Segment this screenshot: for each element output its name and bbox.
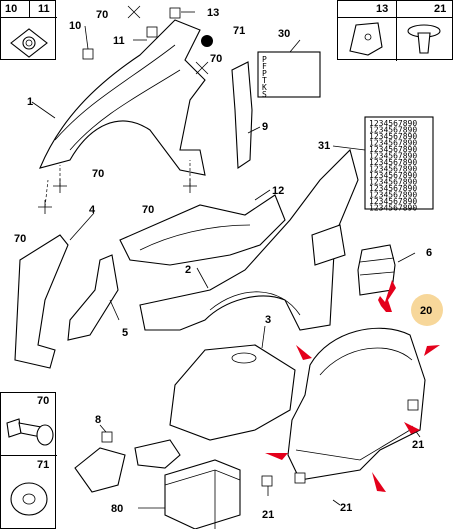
label-1: 1 (27, 96, 33, 108)
card-30-lines: P F P T K S (262, 55, 267, 99)
label-30: 30 (278, 28, 290, 40)
label-31: 31 (318, 140, 330, 152)
label-8: 8 (95, 414, 101, 426)
bolt-icon (6, 418, 54, 446)
card-31-line: 1234567890 (369, 184, 417, 193)
part-5-bracket (67, 254, 119, 341)
inset-label-70: 70 (37, 395, 50, 407)
inset-box-10-11: 10 11 (0, 0, 57, 60)
label-11: 11 (113, 35, 125, 47)
label-6: 6 (426, 247, 432, 259)
inset-label-13: 13 (376, 3, 389, 15)
cross-marker-2 (195, 61, 209, 75)
label-9: 9 (262, 121, 268, 133)
part-12-panel (119, 194, 286, 266)
part-2-wheelhouse (139, 148, 359, 331)
cross-marker-1 (127, 5, 141, 19)
dot-marker (201, 35, 213, 47)
card-31-lines: 1234567890 1234567890 1234567890 1234567… (369, 119, 417, 213)
card-31-line: 1234567890 (369, 132, 417, 141)
card-31-line: 1234567890 (369, 204, 417, 213)
label-70-c: 70 (92, 168, 104, 180)
card-30-line: K (262, 83, 267, 92)
label-21-a: 21 (412, 439, 424, 451)
push-rivet-icon (407, 24, 441, 54)
inset-label-21: 21 (434, 3, 447, 15)
part-front-wing (39, 19, 206, 176)
card-31-line: 1234567890 (369, 171, 417, 180)
card-31-line: 1234567890 (369, 178, 417, 187)
label-70-e: 70 (142, 204, 154, 216)
washer-icon (10, 482, 48, 516)
card-31-line: 1234567890 (369, 152, 417, 161)
bracket-icon (349, 22, 383, 56)
label-71: 71 (233, 25, 245, 37)
part-80-kit-box (164, 459, 241, 529)
card-31-line: 1234567890 (369, 119, 417, 128)
label-10: 10 (69, 20, 81, 32)
card-30-line: P (262, 55, 267, 64)
card-30-line: T (262, 76, 267, 85)
label-70-a: 70 (96, 9, 108, 21)
label-2: 2 (185, 264, 191, 276)
label-70-d: 70 (14, 233, 26, 245)
label-card-31 (364, 116, 434, 210)
label-3: 3 (265, 314, 271, 326)
red-arrows (265, 280, 440, 492)
card-31-line: 1234567890 (369, 165, 417, 174)
label-21-b: 21 (340, 502, 352, 514)
part-4-member (14, 234, 69, 369)
label-21-c: 21 (262, 509, 274, 521)
part-8-seals (74, 447, 126, 493)
part-9-strip (231, 61, 253, 169)
inset-label-11: 11 (38, 3, 50, 15)
label-card-30 (257, 51, 321, 98)
part-6-pads (357, 244, 396, 296)
card-30-line: S (262, 90, 267, 99)
inset-box-70-71: 70 71 (0, 392, 57, 529)
card-31-line: 1234567890 (369, 139, 417, 148)
label-5: 5 (122, 327, 128, 339)
highlight-circle-20 (411, 294, 443, 326)
card-31-line: 1234567890 (369, 191, 417, 200)
inset-label-71: 71 (37, 459, 50, 471)
label-13: 13 (207, 7, 219, 19)
card-30-line: P (262, 69, 267, 78)
label-80: 80 (111, 503, 123, 515)
card-31-line: 1234567890 (369, 145, 417, 154)
label-20: 20 (420, 305, 432, 317)
label-4: 4 (89, 204, 96, 216)
card-31-line: 1234567890 (369, 126, 417, 135)
label-70-b: 70 (210, 53, 222, 65)
card-31-line: 1234567890 (369, 197, 417, 206)
inset-label-10: 10 (5, 3, 18, 15)
card-31-line: 1234567890 (369, 158, 417, 167)
part-3-floor (169, 344, 296, 441)
label-12: 12 (272, 185, 284, 197)
clip-icon (10, 28, 48, 58)
card-30-line: F (262, 62, 267, 71)
